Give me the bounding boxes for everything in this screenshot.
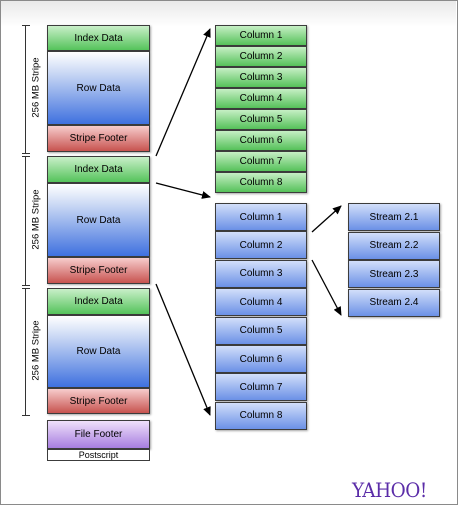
stream-4: Stream 2.4	[348, 288, 440, 317]
row-column-5: Column 5	[215, 316, 307, 345]
file-footer: File Footer	[47, 420, 150, 449]
index-column-5: Column 5	[215, 109, 307, 130]
index-column-4: Column 4	[215, 88, 307, 109]
stripe-1-stripe-footer: Stripe Footer	[47, 125, 150, 152]
stripe-1-row-data: Row Data	[47, 51, 150, 125]
row-column-8: Column 8	[215, 401, 307, 430]
arrow-column2-to-stream-top	[311, 205, 342, 233]
stripe-1-bracket	[22, 25, 30, 154]
arrow-column2-to-stream-bottom	[311, 259, 342, 316]
stripe-2-stripe-footer: Stripe Footer	[47, 257, 150, 284]
index-column-3: Column 3	[215, 67, 307, 88]
arrow-row-to-columns	[155, 182, 211, 199]
index-column-1: Column 1	[215, 25, 307, 46]
stripe-3-bracket	[22, 288, 30, 416]
stripe-3-stripe-footer: Stripe Footer	[47, 388, 150, 414]
arrow-index-to-columns	[155, 28, 211, 157]
index-column-2: Column 2	[215, 46, 307, 67]
row-column-1: Column 1	[215, 203, 307, 231]
postscript: Postscript	[47, 449, 150, 461]
index-column-7: Column 7	[215, 151, 307, 172]
stripe-3-row-data: Row Data	[47, 315, 150, 388]
yahoo-logo: YAHOO!	[352, 478, 427, 502]
row-column-7: Column 7	[215, 373, 307, 402]
stripe-3-index-data: Index Data	[47, 288, 150, 315]
row-column-6: Column 6	[215, 345, 307, 373]
row-column-2: Column 2	[215, 231, 307, 260]
row-column-4: Column 4	[215, 288, 307, 317]
top-gradient	[1, 1, 456, 27]
row-column-3: Column 3	[215, 259, 307, 288]
stripe-2-bracket	[22, 156, 30, 286]
index-column-6: Column 6	[215, 130, 307, 151]
stripe-2-row-data: Row Data	[47, 183, 150, 257]
stream-2: Stream 2.2	[348, 231, 440, 260]
stream-1: Stream 2.1	[348, 203, 440, 231]
stripe-2-index-data: Index Data	[47, 156, 150, 183]
index-column-8: Column 8	[215, 172, 307, 193]
stream-3: Stream 2.3	[348, 260, 440, 288]
arrow-footer-to-columns	[155, 283, 211, 416]
stripe-1-index-data: Index Data	[47, 25, 150, 51]
